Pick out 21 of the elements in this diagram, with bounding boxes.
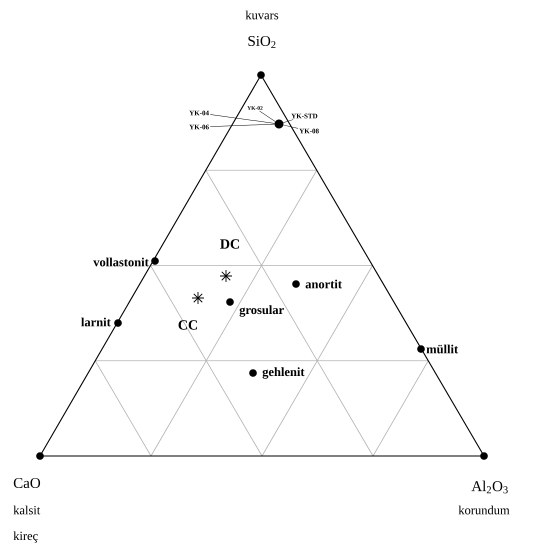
vertex-label: korundum <box>458 506 510 514</box>
leader-line <box>259 110 276 122</box>
mineral-label: müllit <box>426 344 458 354</box>
vertex-label: kireç <box>13 531 38 543</box>
leader-line <box>283 124 298 129</box>
mineral-label: vollastonit <box>93 258 149 266</box>
leader-line <box>210 114 275 124</box>
formula-label: CaO <box>14 478 40 488</box>
leader-line <box>283 119 294 123</box>
sample-point <box>274 120 284 128</box>
formula-label: Al$_{2}$O$_{3}$ <box>471 480 508 494</box>
vertex-label: kuvars <box>246 10 278 20</box>
mineral-label: grosular <box>240 305 284 317</box>
mineral-label: gehlenit <box>262 367 304 379</box>
formula-label: SiO$_{2}$ <box>248 36 276 48</box>
point-label: DC <box>220 239 240 249</box>
mineral-label: anortit <box>306 280 342 288</box>
mineral-label: larnit <box>81 318 111 326</box>
vertex-label: kalsit <box>13 506 40 514</box>
leader-line <box>210 124 275 127</box>
point-label: CC <box>178 320 198 330</box>
